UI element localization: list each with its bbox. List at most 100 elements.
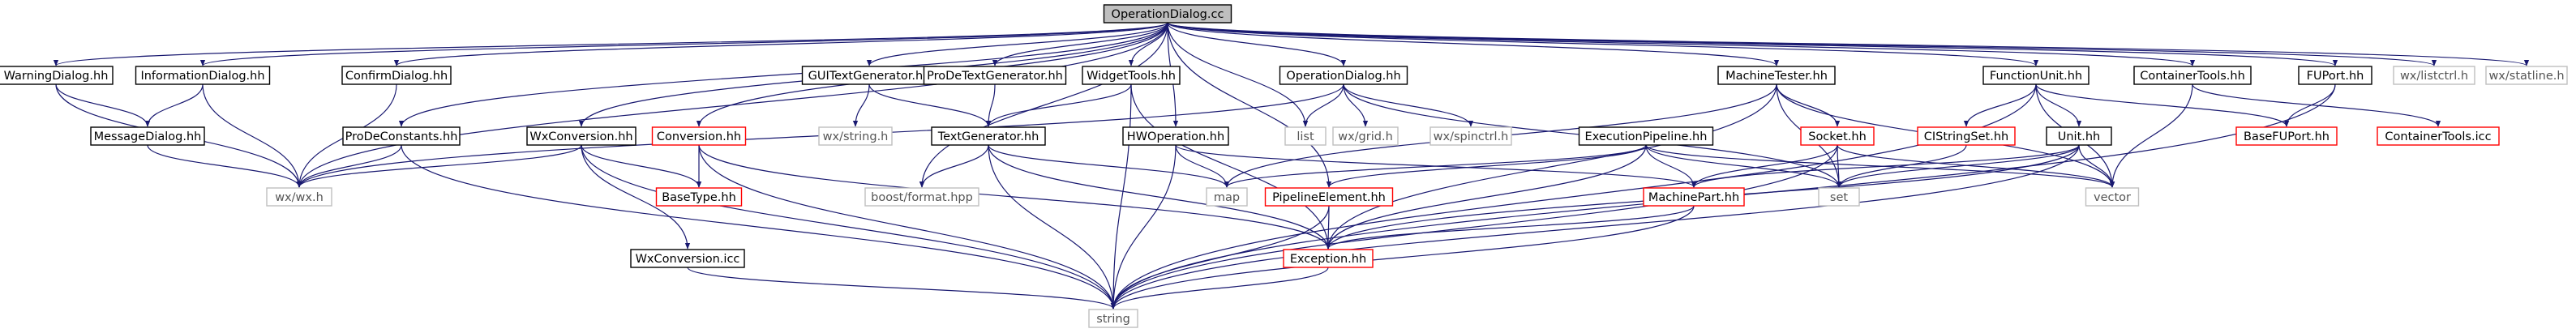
node-basefuport-hh[interactable]: BaseFUPort.hh <box>2235 126 2338 146</box>
node-prodetextgenerator-hh[interactable]: ProDeTextGenerator.hh <box>923 66 1067 85</box>
node-messagedialog-hh[interactable]: MessageDialog.hh <box>90 126 205 146</box>
node-box <box>2085 187 2140 207</box>
node-box <box>1578 126 1714 146</box>
node-label: FUPort.hh <box>2307 70 2364 83</box>
node-label: wx/statline.h <box>2488 70 2564 83</box>
edge-operationdialog-hh-to-wx-grid-h <box>1343 83 1369 127</box>
node-label: MachineTester.hh <box>1725 70 1828 83</box>
edge-operationdialog-cc-to-machinetester-hh <box>1167 22 1779 66</box>
edge-operationdialog-cc-to-containertools-hh <box>1167 22 2195 66</box>
node-label: ContainerTools.hh <box>2140 70 2245 83</box>
edge-operationdialog-cc-to-prodeconstants-hh <box>398 22 1168 127</box>
node-wx-grid-h[interactable]: wx/grid.h <box>1332 126 1399 146</box>
node-box <box>1284 126 1327 146</box>
node-wx-listctrl-h[interactable]: wx/listctrl.h <box>2393 66 2475 85</box>
node-wxconversion-hh[interactable]: WxConversion.hh <box>526 126 636 146</box>
node-label: WxConversion.icc <box>636 253 740 266</box>
node-executionpipeline-hh[interactable]: ExecutionPipeline.hh <box>1578 126 1714 146</box>
node-label: vector <box>2094 191 2131 204</box>
node-containertools-icc[interactable]: ContainerTools.icc <box>2377 126 2500 146</box>
edge-operationdialog-cc-to-guitextgenerator-hh <box>866 22 1168 66</box>
node-operationdialog-cc[interactable]: OperationDialog.cc <box>1103 4 1232 23</box>
node-label: HWOperation.hh <box>1127 130 1224 143</box>
node-pipelineelement-hh[interactable]: PipelineElement.hh <box>1264 187 1394 207</box>
node-box <box>1264 187 1394 207</box>
edge-pipelineelement-hh-to-string <box>1110 205 1330 310</box>
edge-machinetester-hh-to-exception-hh <box>1325 83 1777 250</box>
edge-operationdialog-cc-to-boost-format-hpp <box>919 22 1168 188</box>
edge-containertools-hh-to-containertools-icc <box>2192 83 2441 127</box>
edge-unit-hh-to-vector <box>2078 144 2115 188</box>
node-exception-hh[interactable]: Exception.hh <box>1283 249 1374 268</box>
edge-operationdialog-cc-to-warningdialog-hh <box>54 22 1168 66</box>
node-widgettools-hh[interactable]: WidgetTools.hh <box>1082 66 1181 85</box>
node-label: OperationDialog.hh <box>1286 70 1400 83</box>
node-label: MachinePart.hh <box>1648 191 1739 204</box>
node-conversion-hh[interactable]: Conversion.hh <box>651 126 747 146</box>
node-box <box>1982 66 2090 85</box>
node-basetype-hh[interactable]: BaseType.hh <box>655 187 743 207</box>
edge-wxconversion-hh-to-string <box>581 144 1117 310</box>
node-list[interactable]: list <box>1284 126 1327 146</box>
node-label: Exception.hh <box>1290 253 1366 266</box>
node-hwoperation-hh[interactable]: HWOperation.hh <box>1122 126 1229 146</box>
edge-widgettools-hh-to-exception-hh <box>1130 83 1331 250</box>
node-machinepart-hh[interactable]: MachinePart.hh <box>1643 187 1745 207</box>
node-set[interactable]: set <box>1818 187 1860 207</box>
node-box <box>864 187 979 207</box>
node-fuport-hh[interactable]: FUPort.hh <box>2298 66 2372 85</box>
node-informationdialog-hh[interactable]: InformationDialog.hh <box>135 66 271 85</box>
edge-guitextgenerator-hh-to-textgenerator-hh <box>868 83 992 127</box>
node-vector[interactable]: vector <box>2085 187 2140 207</box>
edge-fuport-hh-to-basefuport-hh <box>2283 83 2336 127</box>
node-box <box>1088 309 1138 328</box>
node-cistringset-hh[interactable]: CIStringSet.hh <box>1917 126 2016 146</box>
node-wx-string-h[interactable]: wx/string.h <box>818 126 893 146</box>
node-functionunit-hh[interactable]: FunctionUnit.hh <box>1982 66 2090 85</box>
node-wxconversion-icc[interactable]: WxConversion.icc <box>630 249 745 268</box>
edge-containertools-hh-to-vector <box>2109 83 2193 188</box>
node-label: PipelineElement.hh <box>1272 191 1386 204</box>
node-textgenerator-hh[interactable]: TextGenerator.hh <box>931 126 1046 146</box>
edge-guitextgenerator-hh-to-wx-string-h <box>852 83 870 127</box>
node-string[interactable]: string <box>1088 309 1138 328</box>
edge-textgenerator-hh-to-boost-format-hpp <box>919 144 989 188</box>
node-box <box>1643 187 1745 207</box>
edge-conversion-hh-to-string <box>698 144 1117 310</box>
node-wx-wx-h[interactable]: wx/wx.h <box>266 187 332 207</box>
node-box <box>2235 126 2338 146</box>
node-warningdialog-hh[interactable]: WarningDialog.hh <box>0 66 114 85</box>
node-box <box>923 66 1067 85</box>
node-box <box>1332 126 1399 146</box>
node-box <box>1206 187 1248 207</box>
edge-executionpipeline-hh-to-set <box>1645 144 1842 188</box>
node-label: TextGenerator.hh <box>937 130 1039 143</box>
node-containertools-hh[interactable]: ContainerTools.hh <box>2133 66 2252 85</box>
node-label: string <box>1096 313 1130 326</box>
node-box <box>2485 66 2568 85</box>
node-wx-spinctrl-h[interactable]: wx/spinctrl.h <box>1429 126 1512 146</box>
edge-conversion-hh-to-exception-hh <box>698 144 1331 250</box>
edge-hwoperation-hh-to-string <box>1110 144 1177 310</box>
node-machinetester-hh[interactable]: MachineTester.hh <box>1717 66 1836 85</box>
node-wx-statline-h[interactable]: wx/statline.h <box>2485 66 2568 85</box>
edge-unit-hh-to-string <box>1110 144 2080 310</box>
node-label: boost/format.hpp <box>871 191 973 204</box>
node-map[interactable]: map <box>1206 187 1248 207</box>
node-confirmdialog-hh[interactable]: ConfirmDialog.hh <box>341 66 452 85</box>
node-socket-hh[interactable]: Socket.hh <box>1800 126 1875 146</box>
node-label: wx/string.h <box>823 130 889 143</box>
node-guitextgenerator-hh[interactable]: GUITextGenerator.hh <box>801 66 937 85</box>
node-boost-format-hpp[interactable]: boost/format.hpp <box>864 187 979 207</box>
node-prodeconstants-hh[interactable]: ProDeConstants.hh <box>342 126 461 146</box>
edge-operationdialog-cc-to-wx-wx-h <box>296 22 1168 188</box>
node-label: wx/wx.h <box>275 191 324 204</box>
node-label: set <box>1830 191 1848 204</box>
edge-messagedialog-hh-to-wx-wx-h <box>147 144 302 188</box>
edge-widgettools-hh-to-string <box>1110 83 1132 310</box>
node-unit-hh[interactable]: Unit.hh <box>2046 126 2112 146</box>
node-operationdialog-hh[interactable]: OperationDialog.hh <box>1279 66 1408 85</box>
edge-operationdialog-cc-to-informationdialog-hh <box>200 22 1168 66</box>
